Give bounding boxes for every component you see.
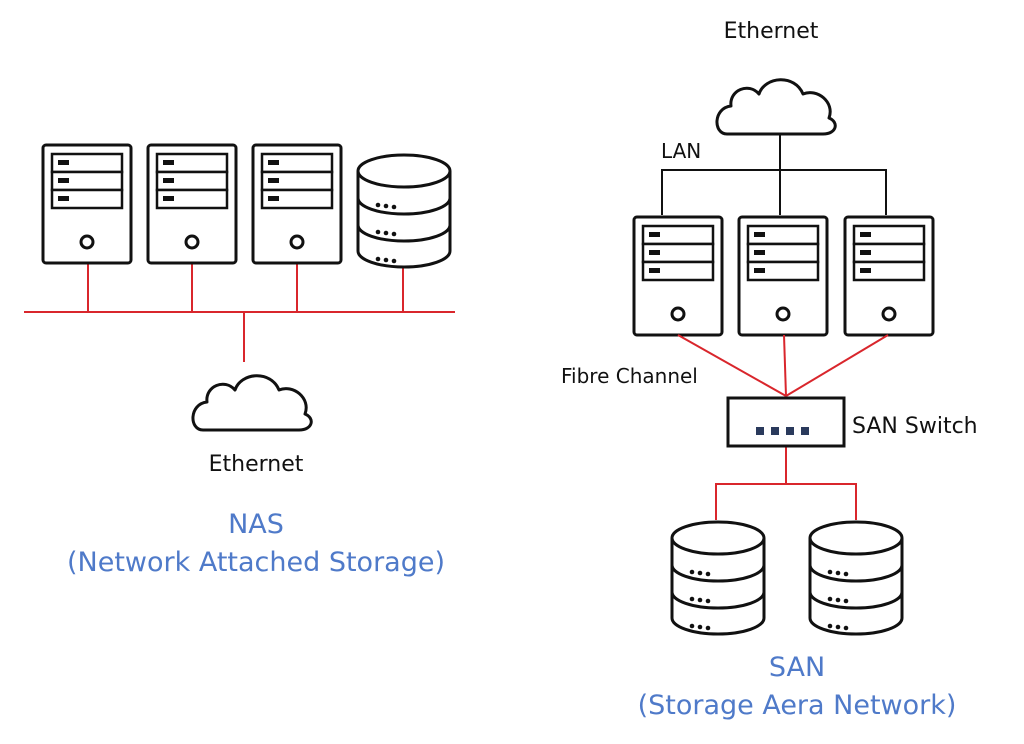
nas-group: Ethernet NAS (Network Attached Storage) (24, 143, 455, 578)
database-icon (808, 520, 904, 636)
server-icon (146, 143, 238, 265)
nas-title: NAS (228, 509, 284, 540)
cloud-icon (715, 78, 837, 136)
san-group: Ethernet LAN Fibre Channel SAN Swit (561, 19, 978, 721)
nas-bus-lines (24, 258, 455, 362)
server-icon (251, 143, 343, 265)
fibre-channel-label: Fibre Channel (561, 364, 698, 388)
database-icon (670, 520, 766, 636)
switch-icon (726, 396, 846, 448)
fibre-channel-lines (677, 334, 889, 520)
san-switch-label: SAN Switch (852, 414, 978, 439)
lan-label: LAN (661, 139, 701, 163)
server-icon (632, 215, 724, 337)
server-icon (41, 143, 133, 265)
server-icon (737, 215, 829, 337)
database-icon (356, 153, 452, 269)
san-ethernet-label: Ethernet (724, 19, 819, 44)
nas-subtitle: (Network Attached Storage) (67, 547, 445, 578)
san-subtitle: (Storage Aera Network) (638, 690, 957, 721)
nas-ethernet-label: Ethernet (209, 452, 304, 477)
san-title: SAN (769, 652, 825, 683)
server-icon (843, 215, 935, 337)
lan-lines (661, 134, 887, 215)
cloud-icon (191, 374, 313, 432)
